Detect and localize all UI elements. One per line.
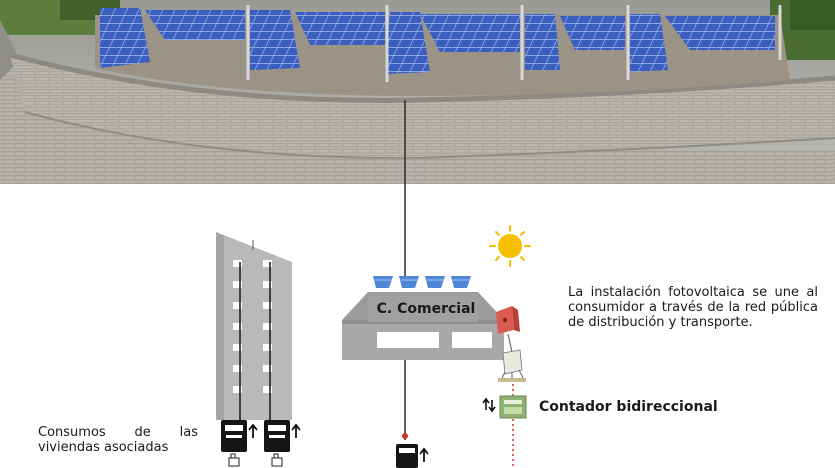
bidirectional-arrow-icon xyxy=(482,397,496,413)
plug-icon xyxy=(271,453,283,467)
bidirectional-meter-icon xyxy=(482,395,527,419)
plug-icon xyxy=(228,453,240,467)
arrow-up-icon xyxy=(248,423,258,438)
arrow-up-icon xyxy=(291,423,301,438)
installation-description: La instalación fotovoltaica se une al co… xyxy=(568,285,818,330)
rooftop-solar-panels xyxy=(100,5,782,82)
commercial-building xyxy=(342,276,504,360)
arrow-up-icon xyxy=(419,447,429,462)
rooftop-photo xyxy=(0,0,835,184)
commercial-meter xyxy=(396,444,429,468)
solar-panel-icon xyxy=(373,276,471,288)
residential-building xyxy=(216,232,292,420)
commercial-center-label: C. Comercial xyxy=(376,301,476,317)
inverter-icon xyxy=(496,306,520,334)
household-meter-2 xyxy=(264,420,301,467)
grid-connection-box xyxy=(498,349,526,383)
household-meter-1 xyxy=(221,420,258,467)
household-consumption-label: Consumos de las viviendas asociadas xyxy=(38,425,198,455)
bidirectional-meter-label: Contador bidireccional xyxy=(539,399,718,415)
sun-icon xyxy=(489,225,531,267)
